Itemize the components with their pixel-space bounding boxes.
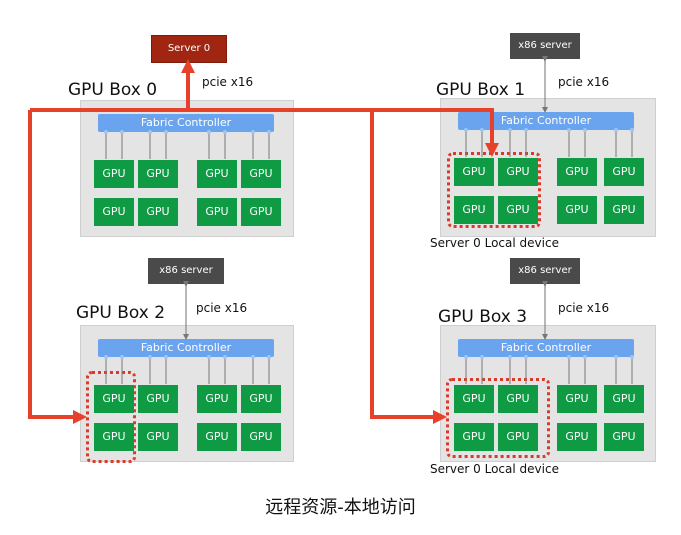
fabric-port [614, 128, 618, 132]
box-3-local-device-highlight [446, 378, 550, 458]
gpu-box-1-pcie: pcie x16 [558, 75, 610, 89]
fabric-port [223, 355, 227, 359]
fabric-port [251, 130, 255, 134]
fabric-port [148, 355, 152, 359]
fabric-port [207, 355, 211, 359]
box-3-local-device-note: Server 0 Local device [430, 462, 559, 476]
gpu-box-3-gpu: GPU [454, 423, 494, 451]
fabric-port [120, 355, 124, 359]
gpu-box-3-gpu: GPU [604, 385, 644, 413]
box-2-remote-device-highlight [86, 371, 136, 463]
gpu-box-1-gpu: GPU [454, 158, 494, 186]
remote-access-arrows [28, 59, 499, 424]
gpu-box-1-gpu: GPU [498, 158, 538, 186]
gpu-box-2-title: GPU Box 2 [76, 303, 166, 323]
gpu-box-2-gpu: GPU [94, 385, 134, 413]
fabric-port [567, 128, 571, 132]
fabric-gpu-links [104, 128, 634, 384]
fabric-port [524, 355, 528, 359]
fabric-port [104, 355, 108, 359]
fabric-port [464, 355, 468, 359]
fabric-port [480, 128, 484, 132]
fabric-port [267, 130, 271, 134]
fabric-port [148, 130, 152, 134]
fabric-port [164, 355, 168, 359]
fabric-port [508, 355, 512, 359]
fabric-port [480, 355, 484, 359]
gpu-box-3-gpu: GPU [498, 385, 538, 413]
gpu-box-2-fabric-controller: Fabric Controller [98, 339, 274, 357]
fabric-port [104, 130, 108, 134]
fabric-port [164, 130, 168, 134]
gpu-box-3-gpu: GPU [557, 423, 597, 451]
gpu-box-2-gpu: GPU [197, 385, 237, 413]
x86-server-box-3[interactable]: x86 server [510, 258, 580, 284]
x86-server-box-1[interactable]: x86 server [510, 33, 580, 59]
gpu-box-3-fabric-controller: Fabric Controller [458, 339, 634, 357]
gpu-box-1-title: GPU Box 1 [436, 80, 526, 100]
arrow-to-box-3 [370, 110, 447, 424]
fabric-port [567, 355, 571, 359]
gpu-box-2-gpu: GPU [138, 385, 178, 413]
fabric-port [583, 355, 587, 359]
gpu-box-1-gpu: GPU [557, 158, 597, 186]
fabric-port [120, 130, 124, 134]
gpu-box-0-gpu: GPU [241, 198, 281, 226]
gpu-box-3-gpu: GPU [498, 423, 538, 451]
server-0[interactable]: Server 0 [151, 35, 227, 63]
fabric-port [583, 128, 587, 132]
fabric-port [508, 128, 512, 132]
gpu-box-3-title: GPU Box 3 [438, 307, 528, 327]
x86-server-box-2[interactable]: x86 server [148, 258, 224, 284]
gpu-box-2-gpu: GPU [138, 423, 178, 451]
fabric-port [223, 130, 227, 134]
arrow-to-box-2 [28, 110, 87, 424]
gpu-box-2-gpu: GPU [241, 423, 281, 451]
gpu-box-2-gpu: GPU [197, 423, 237, 451]
gpu-box-1-gpu: GPU [557, 196, 597, 224]
gpu-box-3-gpu: GPU [454, 385, 494, 413]
diagram-caption: 远程资源-本地访问 [265, 497, 416, 518]
gpu-box-1-gpu: GPU [604, 196, 644, 224]
arrow-to-box-1 [30, 108, 499, 157]
fabric-port [614, 355, 618, 359]
box-1-local-device-note: Server 0 Local device [430, 236, 559, 250]
pcie-uplinks [183, 56, 548, 340]
gpu-box-0-gpu: GPU [138, 198, 178, 226]
fabric-port [630, 128, 634, 132]
fabric-port [464, 128, 468, 132]
gpu-box-1-fabric-controller: Fabric Controller [458, 112, 634, 130]
gpu-box-0-fabric-controller: Fabric Controller [98, 114, 274, 132]
gpu-box-1-gpu: GPU [604, 158, 644, 186]
gpu-box-0-title: GPU Box 0 [68, 80, 158, 100]
gpu-box-0-gpu: GPU [94, 160, 134, 188]
gpu-box-2-pcie: pcie x16 [196, 301, 248, 315]
gpu-box-1-gpu: GPU [454, 196, 494, 224]
fabric-port [251, 355, 255, 359]
fabric-port [267, 355, 271, 359]
gpu-box-2-gpu: GPU [241, 385, 281, 413]
gpu-box-1-gpu: GPU [498, 196, 538, 224]
fabric-port [207, 130, 211, 134]
fabric-port [524, 128, 528, 132]
gpu-box-0-gpu: GPU [197, 160, 237, 188]
fabric-port [630, 355, 634, 359]
gpu-box-3-pcie: pcie x16 [558, 301, 610, 315]
gpu-box-0-gpu: GPU [197, 198, 237, 226]
gpu-box-0-gpu: GPU [241, 160, 281, 188]
gpu-box-2-gpu: GPU [94, 423, 134, 451]
gpu-box-3-gpu: GPU [557, 385, 597, 413]
gpu-box-0-gpu: GPU [138, 160, 178, 188]
gpu-box-0-gpu: GPU [94, 198, 134, 226]
gpu-box-3-gpu: GPU [604, 423, 644, 451]
gpu-box-0-pcie: pcie x16 [202, 75, 254, 89]
